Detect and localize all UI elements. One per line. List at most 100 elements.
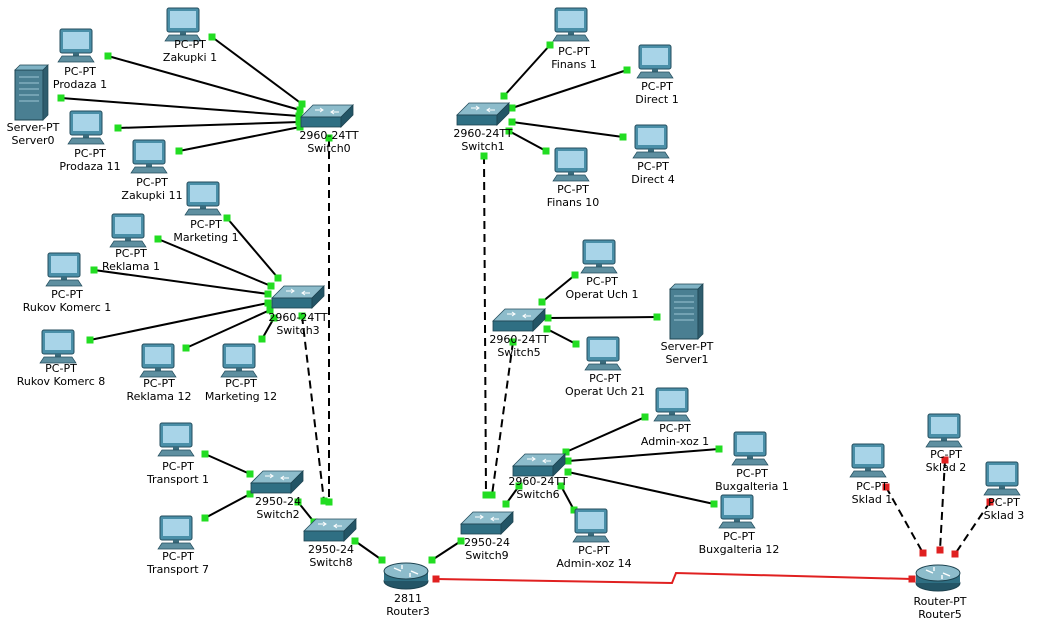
- port-light-finans10-switch1-a: [542, 147, 550, 155]
- link-adminxoz14-switch6[interactable]: [560, 485, 575, 511]
- link-reklama1-switch3[interactable]: [157, 238, 272, 287]
- port-light-switch5-switch9-b: [488, 491, 496, 499]
- device-type-label: 2960-24TT: [489, 333, 548, 346]
- link-finans1-switch1[interactable]: [503, 44, 551, 97]
- link-operat1-switch5[interactable]: [541, 274, 576, 303]
- link-direct1-switch1[interactable]: [511, 69, 628, 109]
- device-name-label: Sklad 3: [984, 509, 1025, 522]
- link-finans10-switch1[interactable]: [508, 130, 547, 152]
- link-buxg1-switch6[interactable]: [567, 448, 720, 462]
- port-light-reklama12-switch3-a: [182, 344, 190, 352]
- port-light-switch3-switch8-a: [298, 312, 306, 320]
- link-adminxoz1-switch6[interactable]: [565, 416, 646, 453]
- port-light-switch0-switch8-a: [325, 134, 333, 142]
- port-light-rukov1-switch3-b: [264, 290, 272, 298]
- port-light-finans10-switch1-b: [505, 127, 513, 135]
- link-rukov1-switch3[interactable]: [93, 269, 269, 295]
- link-zakupki1-switch0[interactable]: [211, 36, 303, 105]
- device-name-label: Server0: [11, 134, 54, 147]
- link-reklama12-switch3[interactable]: [185, 309, 271, 349]
- link-rukov8-switch3[interactable]: [89, 302, 269, 341]
- link-operat21-switch5[interactable]: [546, 328, 577, 345]
- port-light-adminxoz1-switch6-b: [562, 448, 570, 456]
- port-light-switch6-switch9-a: [515, 482, 523, 490]
- link-marketing1-switch3[interactable]: [226, 217, 279, 279]
- device-name-label: Server1: [665, 353, 708, 366]
- link-sklad3-router5[interactable]: [954, 501, 991, 555]
- pc-icon: [220, 343, 258, 378]
- link-router3-router5[interactable]: [435, 571, 913, 585]
- link-switch9-router3[interactable]: [431, 540, 462, 561]
- port-light-zakupki1-switch0-a: [208, 33, 216, 41]
- device-name-label: Transport 7: [146, 563, 209, 576]
- port-light-zakupki1-switch0-b: [298, 100, 306, 108]
- device-type-label: PC-PT: [174, 38, 206, 51]
- link-switch1-switch9[interactable]: [483, 155, 487, 496]
- link-transport7-switch2[interactable]: [204, 493, 251, 519]
- link-buxg12-switch6[interactable]: [567, 471, 715, 505]
- device-name-label: Operat Uch 21: [565, 385, 645, 398]
- port-light-zakupki11-switch0-b: [296, 123, 304, 131]
- link-switch3-switch8[interactable]: [301, 315, 325, 502]
- pc-icon: [67, 110, 105, 145]
- device-name-label: Prodaza 11: [59, 160, 120, 173]
- port-light-switch1-switch9-b: [482, 491, 490, 499]
- links-layer: [60, 36, 991, 585]
- link-direct4-switch1[interactable]: [511, 121, 624, 138]
- link-prodaza11-switch0[interactable]: [117, 121, 300, 129]
- link-switch8-router3[interactable]: [354, 540, 383, 561]
- link-switch5-switch9[interactable]: [491, 341, 514, 496]
- link-server0-switch0[interactable]: [60, 97, 300, 117]
- router-icon: [915, 564, 961, 592]
- device-type-label: PC-PT: [143, 377, 175, 390]
- pc-icon: [39, 329, 77, 364]
- device-type-label: PC-PT: [586, 275, 618, 288]
- link-server1-switch5[interactable]: [547, 316, 658, 319]
- port-light-operat1-switch5-a: [571, 271, 579, 279]
- pc-icon: [57, 28, 95, 63]
- link-sklad2-router5[interactable]: [939, 459, 946, 551]
- link-zakupki11-switch0[interactable]: [178, 126, 301, 152]
- router-icon: [383, 562, 429, 590]
- link-prodaza1-switch0[interactable]: [107, 55, 301, 111]
- ports-layer: [57, 33, 994, 583]
- link-transport1-switch2[interactable]: [204, 453, 251, 475]
